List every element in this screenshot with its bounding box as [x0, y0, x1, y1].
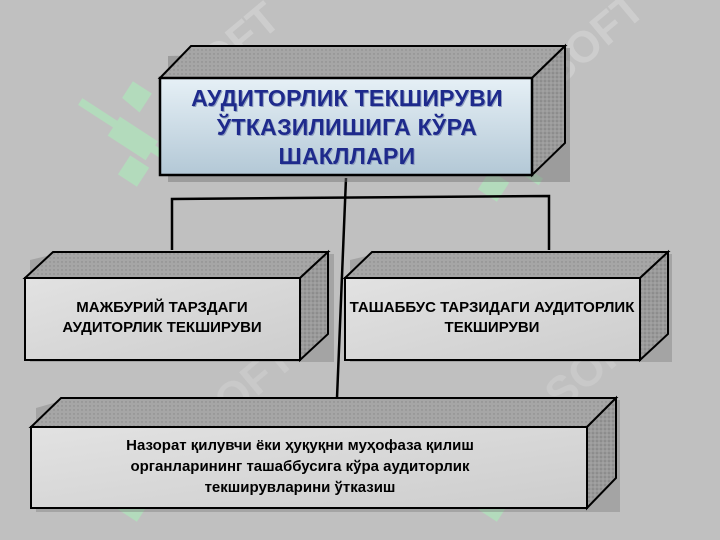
left-box [22, 249, 334, 363]
right-box [342, 249, 672, 363]
vertical-connector [335, 177, 348, 399]
right-box-top [342, 251, 671, 279]
bottom-box [28, 395, 620, 512]
left-box-top [22, 251, 331, 279]
right-box-face [344, 277, 641, 361]
title-box [157, 43, 570, 182]
left-box-label: МАЖБУРИЙ ТАРЗДАГИ АУДИТОРЛИК ТЕКШИРУВИ [62, 299, 262, 336]
bottom-box-top [28, 397, 619, 428]
bottom-box-label: Назорат қилувчи ёки ҳуқуқни муҳофаза қил… [126, 436, 474, 496]
right-box-label: ТАШАББУС ТАРЗИДАГИ АУДИТОРЛИК ТЕКШИРУВИ [349, 299, 635, 336]
title-box-top [157, 45, 568, 79]
title-box-label: АУДИТОРЛИК ТЕКШИРУВИ ЎТКАЗИЛИШИГА КЎРА Ш… [191, 85, 503, 169]
branch-line [170, 194, 551, 250]
title-box-face [158, 76, 534, 177]
connector-lines [170, 177, 551, 399]
bottom-box-face [30, 426, 588, 509]
left-box-face [24, 277, 301, 361]
